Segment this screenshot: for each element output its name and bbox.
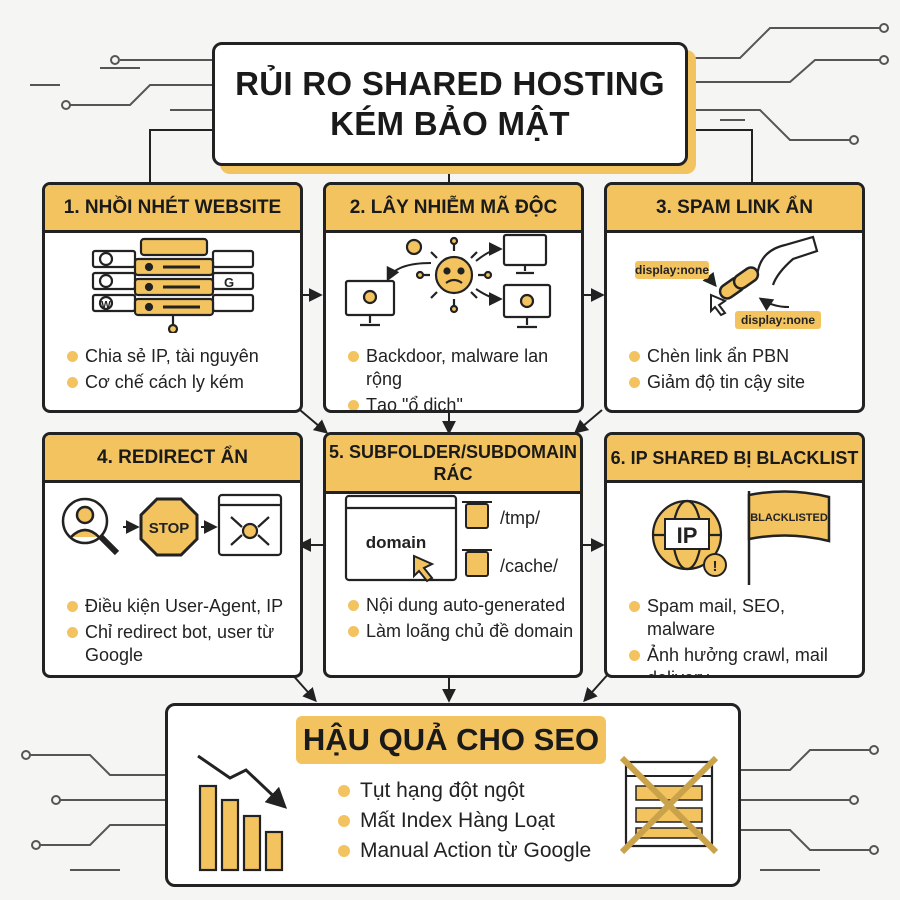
cursor-icon	[710, 293, 728, 317]
declining-chart-icon	[197, 754, 288, 872]
warning-icon: !	[703, 553, 727, 577]
flag-icon	[747, 490, 831, 585]
card-spam-link-an: 3. SPAM LINK ẨN display:none display:non…	[604, 182, 865, 413]
title-line-1: RỦI RO SHARED HOSTING	[235, 65, 665, 102]
monitor-icon	[344, 233, 552, 329]
crossed-page-icon	[620, 755, 719, 855]
google-icon: G	[224, 275, 234, 290]
svg-text:!: !	[713, 558, 718, 575]
bullet-item: Backdoor, malware lan rộng	[348, 345, 575, 391]
bullet-item: Làm loãng chủ đề domain	[348, 620, 574, 643]
bullet-item: Cơ chế cách ly kém	[67, 371, 294, 394]
card-heading: 1. NHỒI NHÉT WEBSITE	[45, 185, 300, 233]
display-none-tag: display:none	[741, 313, 815, 327]
ip-label: IP	[677, 523, 698, 548]
chain-link-icon	[718, 266, 760, 300]
card-lay-nhiem-ma-doc: 2. LÂY NHIỄM MÃ ĐỘC	[323, 182, 584, 413]
stop-sign-icon: STOP	[139, 497, 199, 557]
title-box: RỦI RO SHARED HOSTING KÉM BẢO MẬT	[212, 42, 688, 166]
bullet-item: Tạo "ổ dịch"	[348, 394, 575, 410]
display-none-tag: display:none	[635, 263, 709, 277]
bullet-item: Giảm độ tin cậy site	[629, 371, 856, 394]
trash-icon	[462, 501, 492, 577]
card-redirect-an: 4. REDIRECT ẨN STOP	[42, 432, 303, 678]
virus-icon	[405, 236, 493, 314]
bullet-item: Điều kiện User-Agent, IP	[67, 595, 294, 618]
bullet-item: Chỉ redirect bot, user từ Google	[67, 621, 294, 667]
result-item: Mất Index Hàng Loạt	[338, 806, 591, 836]
card-bullets: Spam mail, SEO, malware Ảnh hưởng crawl,…	[629, 595, 856, 675]
bullet-item: Spam mail, SEO, malware	[629, 595, 856, 641]
card-heading: 2. LÂY NHIỄM MÃ ĐỘC	[326, 185, 581, 233]
result-item: Manual Action từ Google	[338, 836, 591, 866]
wordpress-icon: W	[101, 300, 111, 311]
seo-consequences-box: HẬU QUẢ CHO SEO Tụt hạng đột ngột Mất In…	[165, 703, 741, 887]
card-bullets: Chèn link ẩn PBN Giảm độ tin cậy site	[629, 345, 856, 397]
domain-label: domain	[366, 533, 426, 552]
card-heading: 5. SUBFOLDER/SUBDOMAIN RÁC	[326, 435, 580, 494]
folder-path: /tmp/	[500, 508, 540, 528]
card-bullets: Backdoor, malware lan rộng Tạo "ổ dịch"	[348, 345, 575, 410]
blacklisted-label: BLACKLISTED	[750, 512, 828, 524]
circuit-icon	[21, 23, 889, 871]
result-item: Tụt hạng đột ngột	[338, 776, 591, 806]
result-heading: HẬU QUẢ CHO SEO	[296, 716, 606, 764]
card-bullets: Chia sẻ IP, tài nguyên Cơ chế cách ly ké…	[67, 345, 294, 397]
card-heading: 3. SPAM LINK ẨN	[607, 185, 862, 233]
card-subfolder-subdomain-rac: 5. SUBFOLDER/SUBDOMAIN RÁC domain /tmp/ …	[323, 432, 583, 678]
title-line-2: KÉM BẢO MẬT	[330, 105, 570, 142]
bullet-item: Chia sẻ IP, tài nguyên	[67, 345, 294, 368]
server-rack-icon	[91, 237, 255, 333]
card-nhoi-nhet-website: 1. NHỒI NHÉT WEBSITE G W	[42, 182, 303, 413]
card-ip-shared-bi-blacklist: 6. IP SHARED BỊ BLACKLIST IP ! BLACKLIST…	[604, 432, 865, 678]
hand-icon	[755, 235, 819, 286]
card-bullets: Nội dung auto-generated Làm loãng chủ đề…	[348, 594, 574, 646]
bullet-item: Nội dung auto-generated	[348, 594, 574, 617]
result-bullets: Tụt hạng đột ngột Mất Index Hàng Loạt Ma…	[338, 776, 591, 866]
card-bullets: Điều kiện User-Agent, IP Chỉ redirect bo…	[67, 595, 294, 670]
folder-path: /cache/	[500, 556, 558, 576]
cursor-icon	[413, 554, 435, 583]
magnifier-user-icon	[61, 497, 120, 556]
bullet-item: Ảnh hưởng crawl, mail delivery	[629, 644, 856, 675]
browser-window-icon	[344, 494, 458, 582]
card-heading: 6. IP SHARED BỊ BLACKLIST	[607, 435, 862, 483]
bullet-item: Chèn link ẩn PBN	[629, 345, 856, 368]
browser-window-icon	[217, 493, 283, 557]
svg-text:STOP: STOP	[149, 520, 190, 537]
card-heading: 4. REDIRECT ẨN	[45, 435, 300, 483]
